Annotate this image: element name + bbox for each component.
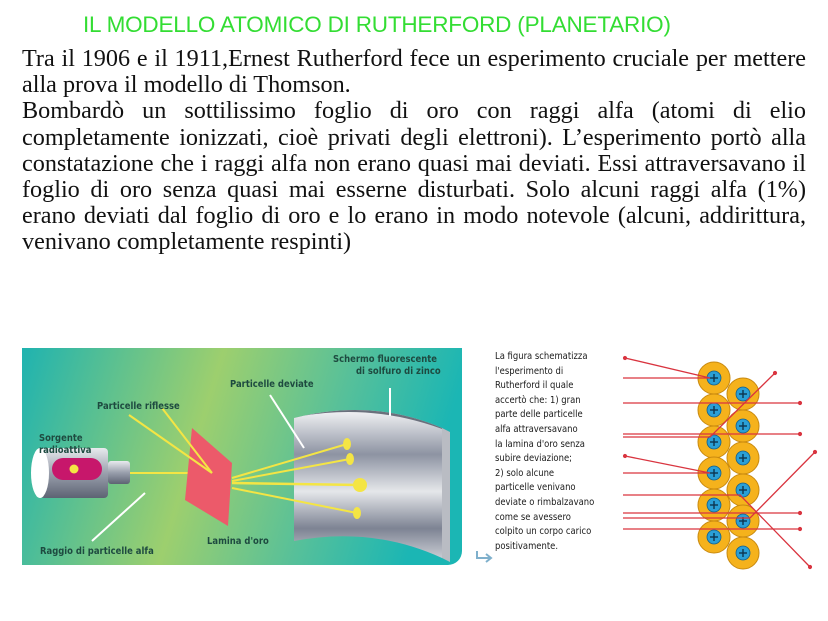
caption-line: alfa attraversavano	[495, 423, 578, 435]
rutherford-experiment-figure: Schermo fluorescente di solfuro di zinco…	[22, 348, 462, 565]
caption-line: colpito un corpo carico	[495, 526, 592, 538]
label-reflected: Particelle riflesse	[97, 401, 180, 412]
caption-line: deviate o rimbalzavano	[495, 496, 595, 508]
caption-line: subire deviazione;	[495, 453, 572, 465]
label-source-line2: radioattiva	[39, 445, 92, 456]
caption-line: Rutherford il quale	[495, 380, 574, 392]
experiment-illustration	[22, 348, 462, 565]
caption-arrow-icon	[476, 551, 493, 563]
caption-line: parte delle particelle	[495, 409, 583, 421]
caption-line: accertò che: 1) gran	[495, 394, 581, 406]
body-text: Tra il 1906 e il 1911,Ernest Rutherford …	[22, 45, 806, 256]
paragraph-1: Tra il 1906 e il 1911,Ernest Rutherford …	[22, 45, 806, 99]
label-screen-line2: di solfuro di zinco	[356, 366, 441, 377]
slide-title: IL MODELLO ATOMICO DI RUTHERFORD (PLANET…	[83, 12, 671, 37]
label-foil: Lamina d'oro	[207, 536, 269, 547]
gold-foil-atoms-diagram	[622, 355, 818, 570]
caption-line: La figura schematizza	[495, 351, 588, 362]
caption-line: positivamente.	[495, 540, 559, 552]
caption-line: particelle venivano	[495, 482, 576, 494]
paragraph-2: Bombardò un sottilissimo foglio di oro c…	[22, 97, 806, 256]
label-screen: Schermo fluorescente	[333, 354, 438, 365]
caption-line: l'esperimento di	[495, 365, 564, 377]
caption-line: 2) solo alcune	[495, 467, 555, 479]
label-source: Sorgente	[39, 433, 83, 444]
label-deflected: Particelle deviate	[230, 379, 314, 390]
caption-line: la lamina d'oro senza	[495, 438, 585, 450]
figure-caption: La figura schematizza l'esperimento di R…	[495, 350, 612, 554]
label-beam: Raggio di particelle alfa	[40, 546, 154, 557]
caption-line: come se avessero	[495, 511, 571, 523]
